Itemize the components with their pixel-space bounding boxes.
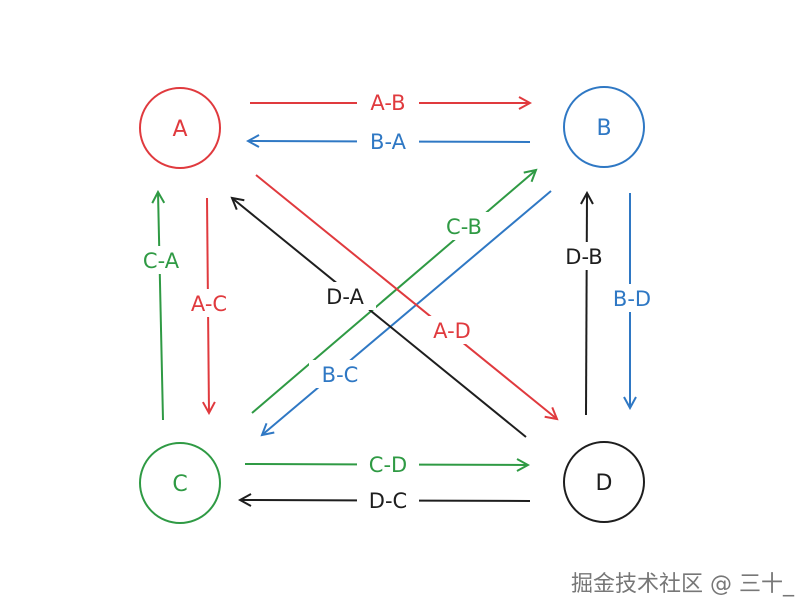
edge-d-c: D-C <box>240 486 531 514</box>
edge-c-d-label: C-D <box>369 453 407 477</box>
node-b-circle <box>563 86 645 168</box>
edge-a-d-label: A-D <box>433 319 471 343</box>
edge-c-b: C-B <box>251 170 536 414</box>
edge-d-b-line <box>586 193 587 416</box>
edge-d-c-label: D-C <box>369 489 407 513</box>
edge-b-d-label: B-D <box>613 287 651 311</box>
edge-a-d: A-D <box>255 174 557 419</box>
edge-b-c-line <box>262 190 552 435</box>
edge-b-c-label: B-C <box>322 363 359 387</box>
node-c: C <box>139 442 221 524</box>
node-d: D <box>563 441 645 523</box>
node-b-label: B <box>596 116 611 141</box>
node-a: A <box>139 87 221 169</box>
edge-c-b-line <box>251 170 536 414</box>
edge-d-a: D-A <box>232 198 527 438</box>
edge-d-b-label: D-B <box>565 245 602 269</box>
watermark: 掘金技术社区 @ 三十_ <box>571 572 794 597</box>
edge-c-a: C-A <box>130 192 192 421</box>
node-d-label: D <box>596 471 613 496</box>
edge-c-a-label: C-A <box>143 249 180 273</box>
edge-a-c-label: A-C <box>191 292 227 316</box>
edge-c-a-line <box>158 192 163 421</box>
edge-a-c: A-C <box>178 197 240 413</box>
node-b: B <box>563 86 645 168</box>
edge-a-b: A-B <box>250 88 530 116</box>
edge-d-a-label: D-A <box>326 285 364 309</box>
edge-d-b: D-B <box>553 193 615 416</box>
edge-b-c: B-C <box>262 190 552 435</box>
node-d-circle <box>563 441 645 523</box>
edge-b-d: B-D <box>601 193 663 408</box>
node-a-label: A <box>172 117 187 142</box>
edge-b-a: B-A <box>248 127 531 155</box>
node-a-circle <box>139 87 221 169</box>
node-c-circle <box>139 442 221 524</box>
edge-a-d-line <box>255 174 557 419</box>
edge-c-d: C-D <box>244 450 528 478</box>
edge-c-b-label: C-B <box>446 215 482 239</box>
edge-a-b-label: A-B <box>370 91 405 115</box>
node-c-label: C <box>172 472 187 497</box>
edge-d-a-line <box>232 198 527 438</box>
edge-b-a-label: B-A <box>370 130 407 154</box>
